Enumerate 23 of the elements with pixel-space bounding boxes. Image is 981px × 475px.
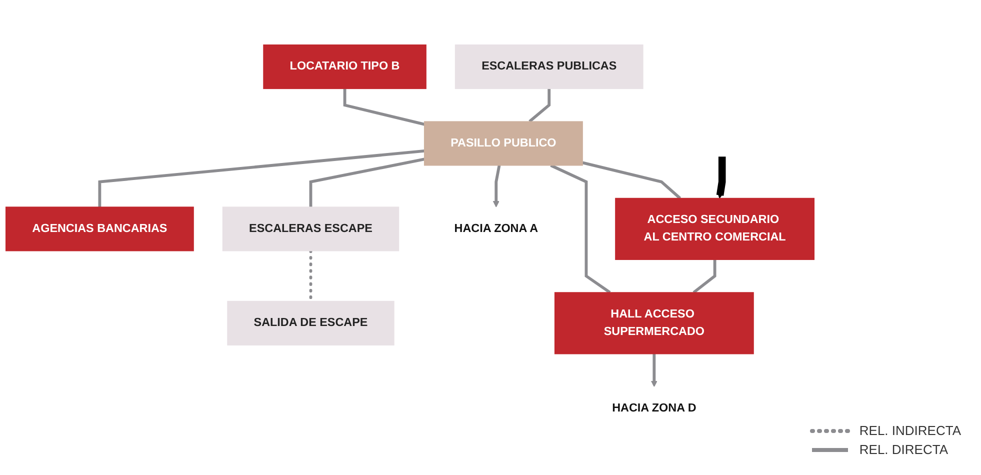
legend-text: REL. DIRECTA	[859, 442, 948, 457]
node-box	[6, 206, 194, 251]
connector	[343, 88, 425, 126]
node-box	[222, 206, 400, 251]
flow-diagram: LOCATARIO TIPO B ESCALERAS PUBLICAS HALL ACCESO SUPERMERCADO PASILLO PUBLICO AGENCIAS BANCARIAS ESCALERAS ESCAPE ACCESO SECUNDARIO AL CENTRO COMERCIAL SALIDA DE ESCAPE HACIA ZONA A HACIA ZONA D	[0, 38, 820, 436]
legend-text: REL. INDIRECTA	[859, 423, 961, 438]
connector	[98, 149, 424, 207]
arrow	[492, 164, 501, 208]
arrow	[650, 354, 658, 387]
connector	[582, 161, 682, 200]
node-box	[263, 44, 426, 89]
node-box	[227, 300, 394, 346]
connector	[692, 259, 716, 294]
node-box	[554, 292, 754, 354]
connector	[528, 88, 551, 122]
node-box	[454, 44, 644, 89]
node-text: HACIA ZONA A	[454, 222, 538, 235]
connector	[309, 158, 425, 207]
node-box	[424, 120, 583, 166]
connector	[550, 164, 611, 294]
arrow	[716, 156, 726, 198]
node-text: HACIA ZONA D	[612, 402, 696, 414]
node-box	[615, 198, 814, 260]
